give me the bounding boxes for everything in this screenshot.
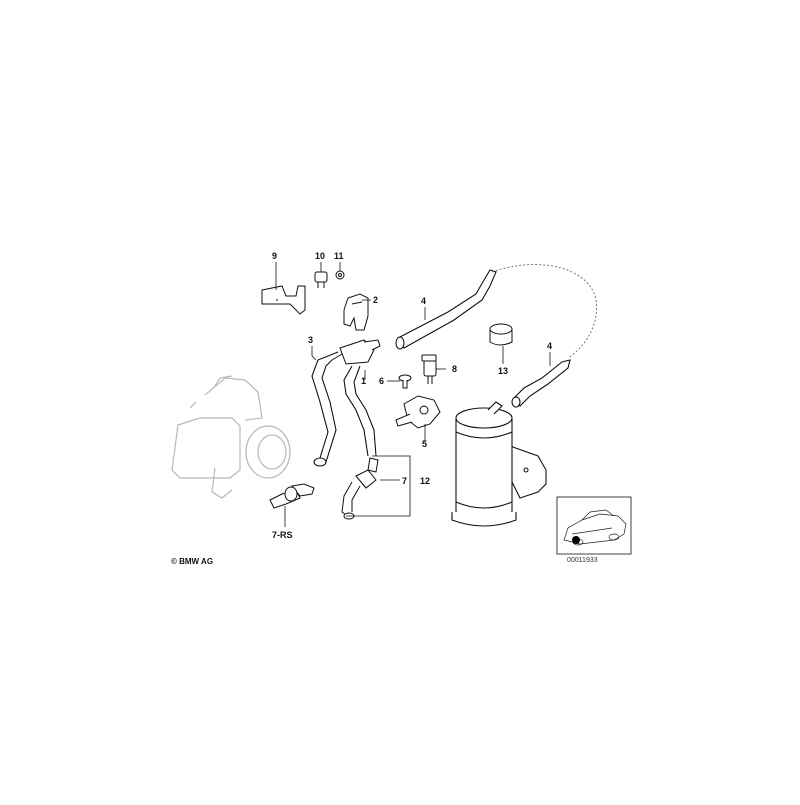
connector-part-12 bbox=[341, 457, 379, 520]
connector-part-7-rs bbox=[269, 483, 315, 509]
vehicle-thumbnail bbox=[556, 496, 632, 555]
canister bbox=[451, 401, 547, 527]
part-label-9: 9 bbox=[272, 251, 278, 261]
part-label-12: 12 bbox=[420, 476, 431, 486]
part-label-7: 7 bbox=[402, 476, 408, 486]
sensor-part-8 bbox=[421, 354, 437, 384]
part-label-4-upper: 4 bbox=[421, 296, 427, 306]
part-label-11: 11 bbox=[334, 251, 344, 261]
valve-part-5 bbox=[395, 395, 441, 429]
part-label-6: 6 bbox=[379, 376, 385, 386]
part-label-4-lower: 4 bbox=[547, 341, 553, 351]
bolt-part-6 bbox=[398, 374, 412, 389]
valve-part-1 bbox=[331, 339, 381, 365]
part-label-3: 3 bbox=[308, 335, 314, 345]
cap-part-13 bbox=[489, 323, 513, 346]
holder-part-2 bbox=[343, 293, 369, 331]
clip-part-10 bbox=[314, 271, 328, 288]
image-number: 00011933 bbox=[567, 557, 598, 564]
part-label-7-rs: 7-RS bbox=[272, 530, 293, 540]
part-label-1: 1 bbox=[361, 376, 367, 386]
location-marker-icon bbox=[572, 536, 580, 544]
part-label-13: 13 bbox=[498, 366, 509, 376]
hose-part-4-upper bbox=[395, 269, 497, 350]
part-label-8: 8 bbox=[452, 364, 458, 374]
throttle-body-ghost bbox=[171, 375, 291, 499]
part-label-10: 10 bbox=[315, 251, 326, 261]
copyright-text: © BMW AG bbox=[171, 557, 214, 566]
bracket-part-9 bbox=[261, 285, 306, 315]
hose-part-3 bbox=[311, 351, 339, 467]
nut-part-11 bbox=[335, 270, 345, 280]
part-label-5: 5 bbox=[422, 439, 428, 449]
hose-part-1-lower bbox=[343, 365, 377, 457]
leader-lines bbox=[275, 262, 551, 527]
dashed-routing-line bbox=[491, 264, 597, 359]
part-label-2: 2 bbox=[373, 295, 379, 305]
hose-part-4-lower bbox=[511, 359, 571, 408]
